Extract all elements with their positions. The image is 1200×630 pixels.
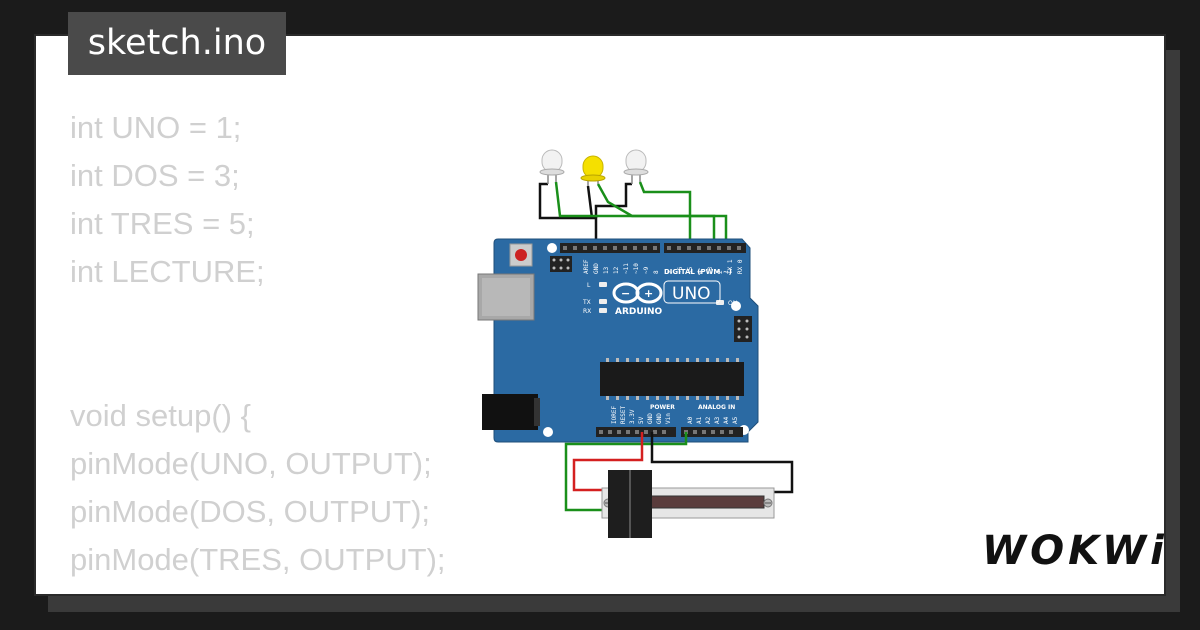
model-label: UNO <box>672 284 711 304</box>
brand-label: ARDUINO <box>615 307 663 317</box>
arduino-logo: − + <box>612 282 663 304</box>
microcontroller-chip <box>600 362 744 396</box>
led-yellow[interactable] <box>580 155 606 186</box>
power-jack <box>482 394 538 430</box>
code-line: int TRES = 5; <box>70 206 255 241</box>
pin-label: IOREF <box>611 406 618 424</box>
led-white-left[interactable] <box>539 149 565 184</box>
svg-text:−: − <box>621 287 630 300</box>
project-card[interactable]: int UNO = 1; int DOS = 3; int TRES = 5; … <box>34 34 1166 596</box>
pin-label: 12 <box>613 266 620 274</box>
pin-label: ~9 <box>643 266 650 274</box>
code-line: pinMode(TRES, OUTPUT); <box>70 542 446 577</box>
pin-label: GND <box>656 413 663 424</box>
pin-label: GND <box>593 263 600 274</box>
icsp-header-2 <box>734 316 752 342</box>
pin-label: A1 <box>696 416 703 424</box>
led-wires <box>538 181 728 248</box>
code-line: } <box>70 590 80 594</box>
digital-label: DIGITAL (PWM ~) <box>664 268 732 276</box>
tx-label: TX <box>582 299 591 306</box>
pin-label: RESET <box>620 406 627 424</box>
code-line: pinMode(DOS, OUTPUT); <box>70 494 431 529</box>
pin-label: 13 <box>603 266 610 274</box>
icsp-header <box>550 256 572 272</box>
digital-header-right[interactable] <box>664 243 746 253</box>
pin-label: TX 1 <box>727 259 734 274</box>
pin-label: ~5 <box>687 266 694 274</box>
pin-label: A0 <box>687 416 694 424</box>
on-label: ON <box>728 300 737 307</box>
file-tab[interactable]: sketch.ino <box>68 12 286 75</box>
pin-label: A2 <box>705 416 712 424</box>
pin-label: 8 <box>653 270 660 274</box>
slide-potentiometer[interactable] <box>601 470 775 538</box>
pin-label: ~3 <box>707 266 714 274</box>
arduino-uno-board[interactable]: AREF GND 13 12 ~11 ~10 ~9 8 7 ~6 ~5 4 ~3… <box>477 238 759 443</box>
pin-label: A3 <box>714 416 721 424</box>
power-label: POWER <box>650 404 675 411</box>
wire-green-pot <box>564 432 688 512</box>
pin-label: Vin <box>665 413 672 424</box>
pin-label: ~11 <box>623 263 630 274</box>
code-line: int LECTURE; <box>70 254 265 289</box>
pin-label: AREF <box>583 259 590 274</box>
code-line: void setup() { <box>70 398 251 433</box>
code-line: int DOS = 3; <box>70 158 240 193</box>
wire-black-3 <box>594 182 632 218</box>
pin-label: 4 <box>697 270 704 274</box>
pin-label: RX 0 <box>737 259 744 274</box>
svg-text:+: + <box>644 287 653 300</box>
wire-green-3 <box>638 181 692 248</box>
code-preview: int UNO = 1; int DOS = 3; int TRES = 5; … <box>70 104 446 594</box>
circuit-diagram: AREF GND 13 12 ~11 ~10 ~9 8 7 ~6 ~5 4 ~3… <box>477 149 794 538</box>
code-line: pinMode(UNO, OUTPUT); <box>70 446 432 481</box>
pin-label: A4 <box>723 416 730 424</box>
l-label: L <box>587 282 591 289</box>
pin-label: A5 <box>732 416 739 424</box>
wire-black-1 <box>538 182 598 248</box>
pin-label: 7 <box>667 270 674 274</box>
pin-label: 3.3V <box>629 409 636 424</box>
wokwi-logo: WOKWi <box>982 528 1166 574</box>
pin-label: 5V <box>638 416 645 424</box>
wire-green-2 <box>596 183 728 248</box>
wire-black-pot <box>650 432 794 494</box>
wire-black-2 <box>586 185 594 219</box>
pot-wires <box>564 432 794 512</box>
analog-label: ANALOG IN <box>698 404 735 411</box>
digital-header-left[interactable] <box>560 243 660 253</box>
pin-label: 2 <box>717 270 724 274</box>
code-line: int UNO = 1; <box>70 110 242 145</box>
pin-label: ~6 <box>677 266 684 274</box>
pin-label: ~10 <box>633 263 640 274</box>
rx-label: RX <box>583 308 591 315</box>
pin-label: GND <box>647 413 654 424</box>
led-white-right[interactable] <box>623 149 649 184</box>
wire-red-pot <box>572 432 644 492</box>
